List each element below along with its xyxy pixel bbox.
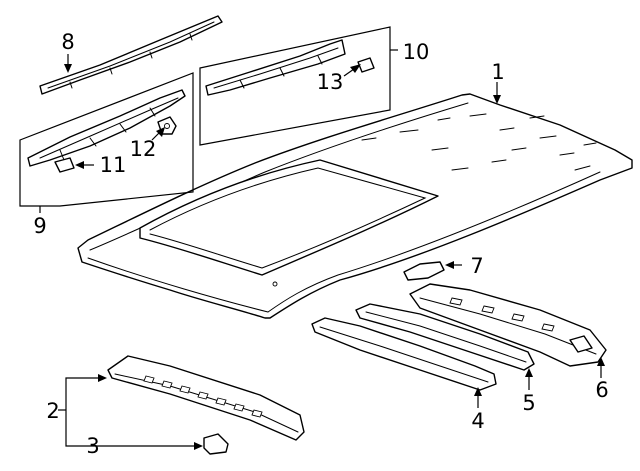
callout-labels: 1 2 3 4 5 6 7 8 9 10 11 12 13 bbox=[33, 30, 608, 458]
callout-3: 3 bbox=[86, 434, 99, 458]
rear-header-6 bbox=[409, 283, 607, 367]
callout-12: 12 bbox=[130, 137, 157, 161]
callout-4: 4 bbox=[471, 409, 484, 433]
leader-lines bbox=[58, 54, 605, 450]
callout-10: 10 bbox=[403, 40, 430, 64]
callout-5: 5 bbox=[522, 391, 535, 415]
bracket-7 bbox=[403, 261, 445, 281]
front-header-2 bbox=[107, 355, 305, 441]
roof-bow-4 bbox=[311, 317, 497, 391]
callout-11: 11 bbox=[100, 153, 127, 177]
roof-panel bbox=[77, 93, 633, 319]
callout-8: 8 bbox=[61, 30, 74, 54]
frame-group-10 bbox=[199, 26, 391, 146]
callout-1: 1 bbox=[491, 60, 504, 84]
roof-bow-5 bbox=[355, 303, 535, 371]
callout-7: 7 bbox=[470, 254, 483, 278]
callout-6: 6 bbox=[595, 378, 608, 402]
callout-9: 9 bbox=[33, 214, 46, 238]
callout-13: 13 bbox=[317, 70, 344, 94]
callout-2: 2 bbox=[46, 399, 59, 423]
group-brackets bbox=[39, 49, 398, 213]
header-bracket-3 bbox=[203, 433, 229, 455]
side-rail-8 bbox=[39, 15, 223, 95]
frame-group-9 bbox=[19, 72, 194, 207]
